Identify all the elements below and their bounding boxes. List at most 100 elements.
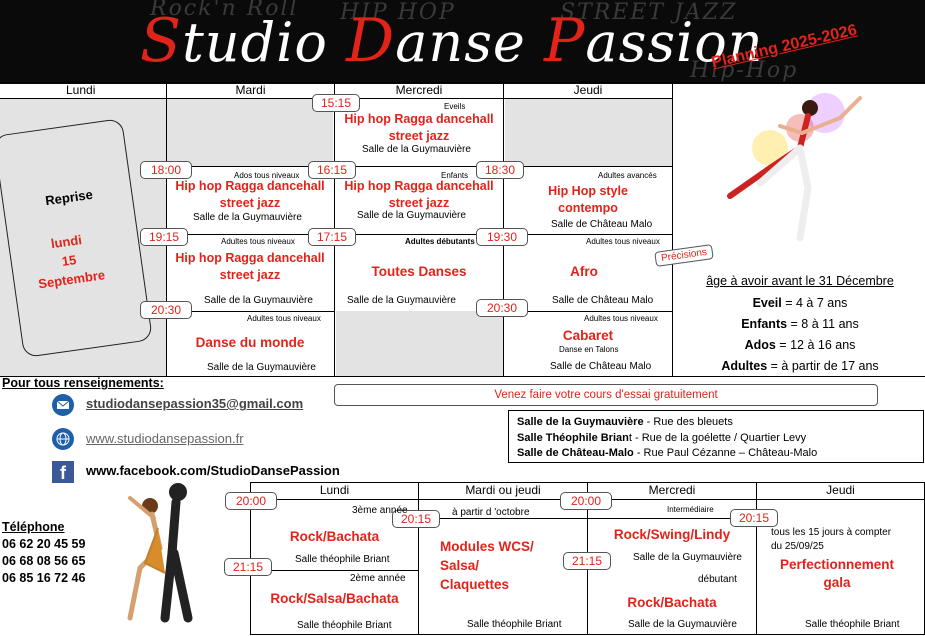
time-badge: 16:15 — [308, 161, 356, 179]
day-header: Jeudi — [826, 483, 855, 497]
room-label: Salle de la Guymauvière — [628, 619, 737, 630]
header-banner: Rock'n Roll HIP HOP STREET JAZZ Hip-Hop … — [0, 0, 925, 84]
level-label: Eveils — [444, 102, 466, 111]
day-header: Lundi — [319, 483, 350, 497]
time-badge: 20:30 — [140, 301, 192, 319]
venue-name: Salle de la Guymauvière — [517, 416, 644, 428]
room-label: Salle théophile Briant — [805, 619, 900, 630]
time-badge: 20:00 — [560, 492, 612, 510]
course-line: Perfectionnement — [779, 557, 895, 572]
room-label: Salle de Château Malo — [552, 295, 654, 306]
room-label: Salle de la Guymauvière — [357, 210, 466, 221]
course-line: Cabaret — [562, 328, 614, 343]
course-line: contempo — [558, 201, 618, 215]
course-line: Hip hop Ragga dancehall — [344, 112, 494, 126]
phone-number: 06 68 08 56 65 — [2, 554, 86, 568]
course-name: Danse du monde — [167, 334, 333, 351]
grid-line — [418, 482, 419, 635]
course-line: Toutes Danses — [371, 264, 467, 279]
venue-address: - Rue Paul Cézanne – Château-Malo — [633, 447, 818, 459]
website-link[interactable]: www.studiodansepassion.fr — [86, 431, 244, 446]
day-header: Mardi — [235, 83, 266, 97]
title-part: P — [544, 6, 586, 76]
level-label: tous les 15 jours à compter — [771, 527, 892, 538]
globe-icon — [52, 428, 74, 450]
course-name: Afro — [505, 263, 663, 280]
precisions-tag: Précisions — [654, 244, 714, 267]
grid-line — [0, 376, 925, 377]
course-line: Hip hop Ragga dancehall — [344, 179, 494, 193]
course-line: Rock/Swing/Lindy — [613, 527, 731, 542]
phone-label: Téléphone — [2, 520, 65, 534]
course-line: Salsa/ — [440, 558, 480, 573]
course-line: street jazz — [219, 196, 281, 210]
facebook-link[interactable]: www.facebook.com/StudioDansePassion — [86, 463, 340, 478]
email-icon — [52, 394, 74, 416]
level-label: Adultes tous niveaux — [584, 314, 658, 323]
age-range: = 4 à 7 ans — [781, 296, 848, 310]
grey-cell — [336, 311, 503, 376]
level-label: Intermédiaire — [667, 505, 714, 514]
grid-line — [0, 82, 925, 83]
grid-line — [672, 82, 673, 376]
title-part: D — [346, 6, 396, 76]
course-line: gala — [823, 575, 851, 590]
grey-cell — [167, 99, 333, 166]
course-line: Rock/Bachata — [627, 595, 717, 610]
room-label: Salle théophile Briant — [297, 620, 392, 631]
grid-line — [419, 518, 587, 519]
age-group-label: Enfants — [741, 317, 788, 331]
day-header: Jeudi — [573, 83, 603, 97]
grid-line — [166, 166, 672, 167]
grey-cell — [505, 99, 672, 166]
course-name: Rock/Salsa/Bachata — [251, 590, 418, 607]
facebook-icon: f — [52, 461, 74, 483]
day-header: Mercredi — [648, 483, 696, 497]
course-name: Rock/Bachata — [251, 528, 418, 545]
title-part: tudio — [182, 11, 347, 74]
course-line: Hip hop Ragga dancehall — [175, 179, 325, 193]
course-line: Modules WCS/ — [440, 539, 534, 554]
course-name: Rock/Bachata — [588, 594, 756, 611]
venue-row: Salle de la Guymauvière - Rue des bleuet… — [517, 416, 733, 428]
day-header: Mercredi — [395, 83, 443, 97]
level-label: débutant — [698, 574, 737, 585]
bg-word: Rock'n Roll — [150, 0, 299, 21]
time-badge: 21:15 — [563, 552, 611, 570]
bg-word: STREET JAZZ — [560, 0, 738, 25]
course-name: Perfectionnement gala — [757, 556, 917, 592]
room-label: Salle théophile Briant — [467, 619, 562, 630]
course-name: Cabaret — [505, 327, 671, 344]
room-label: Salle de la Guymauvière — [207, 362, 316, 373]
room-label: Salle de la Guymauvière — [362, 144, 471, 155]
dancer-illustration — [727, 93, 862, 242]
time-badge: 15:15 — [312, 94, 360, 112]
time-badge: 20:15 — [730, 509, 778, 527]
precision-row: Adultes = à partir de 17 ans — [680, 359, 920, 373]
course-name: Modules WCS/Salsa/Claquettes — [440, 537, 570, 594]
venue-name: Salle de Château-Malo — [517, 447, 634, 459]
email-link[interactable]: studiodansepassion35@gmail.com — [86, 396, 304, 411]
grid-line — [756, 482, 757, 635]
level-label: Adultes tous niveaux — [247, 314, 321, 323]
time-badge: 20:15 — [392, 510, 440, 528]
time-badge: 20:30 — [476, 299, 528, 317]
course-name: Hip hop Ragga dancehall street jazz — [167, 178, 333, 212]
age-range: = à partir de 17 ans — [767, 359, 879, 373]
venue-address: - Rue des bleuets — [643, 416, 733, 428]
precision-row: Enfants = 8 à 11 ans — [680, 317, 920, 331]
level-label: Enfants — [441, 171, 469, 180]
free-trial-banner: Venez faire votre cours d'essai gratuite… — [334, 384, 878, 406]
couple-illustration — [127, 483, 193, 623]
day-header: Lundi — [66, 83, 96, 97]
course-line: Afro — [570, 264, 598, 279]
time-badge: 17:15 — [308, 228, 356, 246]
time-badge: 19:15 — [140, 228, 188, 246]
title-part: anse — [395, 11, 545, 74]
grid-line — [588, 518, 756, 519]
room-label: Salle de la Guymauvière — [204, 295, 313, 306]
course-name: Toutes Danses — [336, 263, 502, 280]
